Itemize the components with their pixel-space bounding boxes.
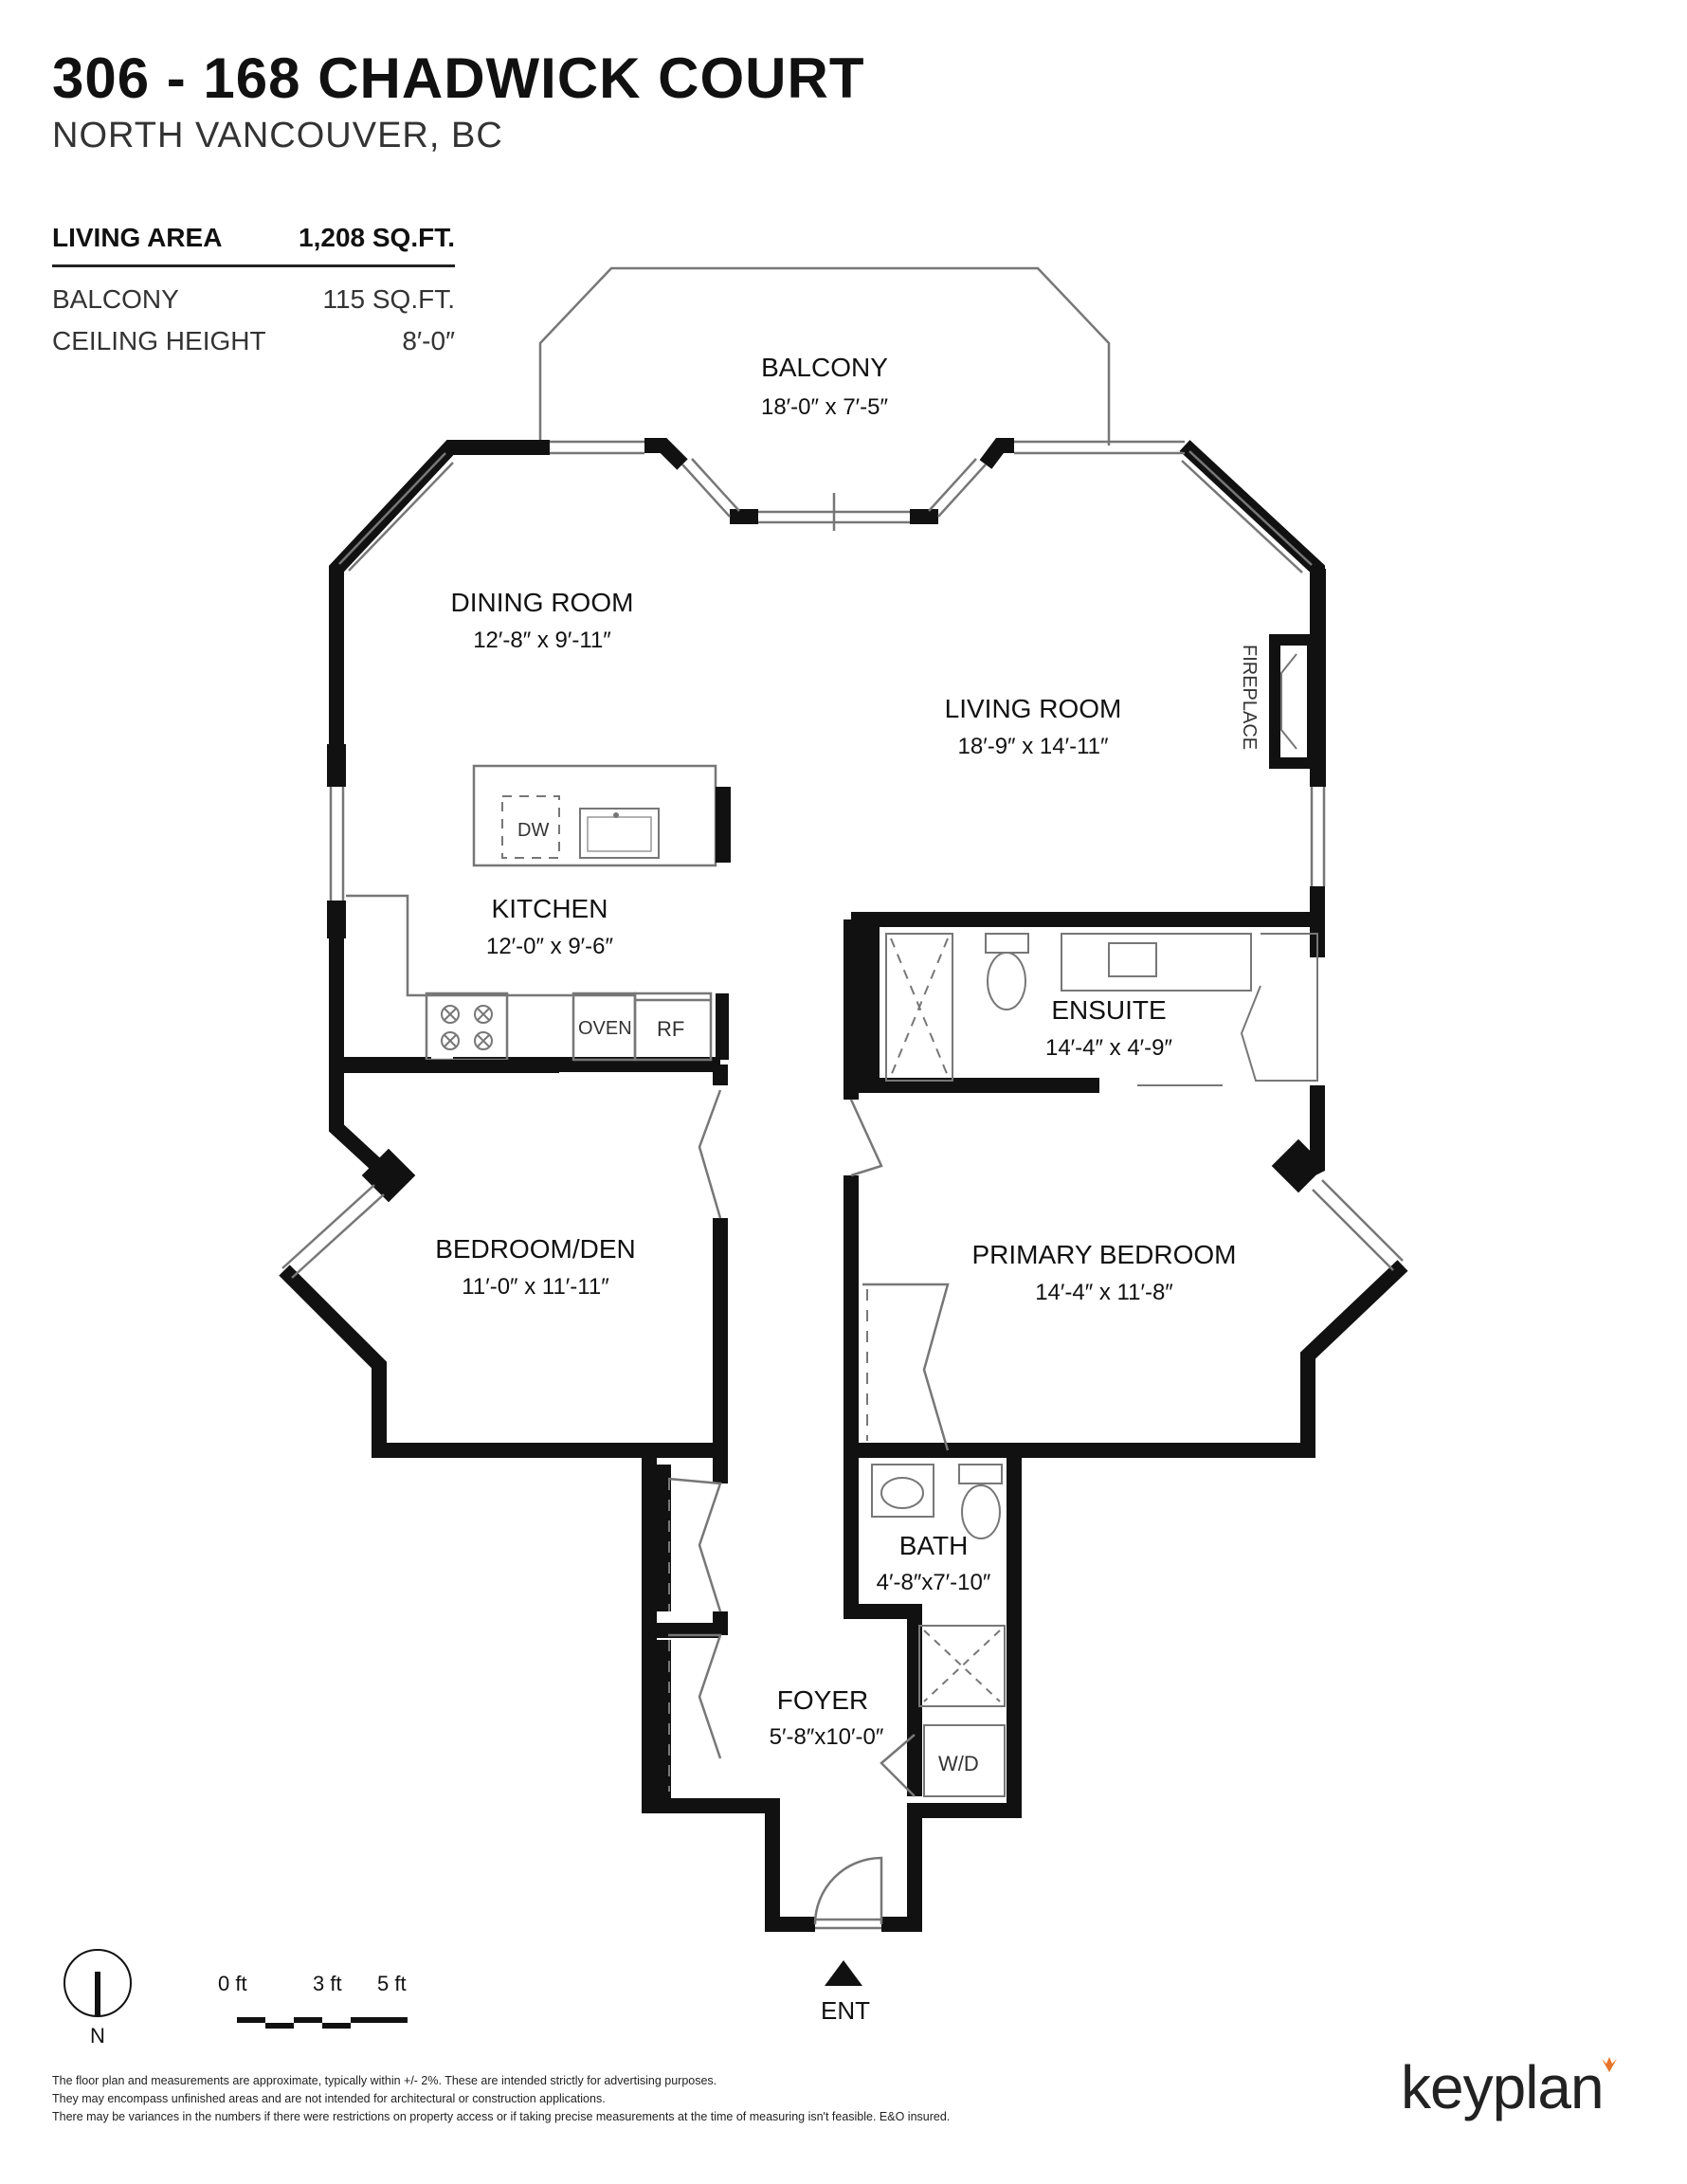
room-name-dining: DINING ROOM: [451, 588, 634, 617]
exterior-walls: [329, 438, 1325, 1072]
room-dims-primary: 14′-4″ x 11′-8″: [1035, 1280, 1173, 1305]
room-dims-balcony: 18′-0″ x 7′-5″: [761, 394, 889, 420]
room-name-foyer: FOYER: [777, 1685, 868, 1715]
balcony-area-label: BALCONY: [52, 284, 179, 314]
balcony-area-row: BALCONY 115 SQ.FT.: [52, 279, 455, 320]
wall-pier: [656, 1465, 671, 1611]
bedroom-windows: [281, 1179, 1404, 1279]
wall-pier: [716, 993, 729, 1060]
wall-pier: [1271, 1138, 1326, 1193]
wall-pier: [327, 744, 346, 787]
scale-label-0: 0 ft: [218, 1972, 247, 1995]
bath-fixtures: [871, 1464, 1006, 1797]
interior-walls: [279, 912, 1408, 1932]
room-dims-living: 18′-9″ x 14′-11″: [958, 734, 1109, 759]
scale-bar: [237, 2017, 408, 2029]
living-area-label: LIVING AREA: [52, 223, 223, 252]
north-compass-icon: [63, 1949, 132, 2017]
kitchen-island: [472, 764, 731, 867]
room-dims-ensuite: 14′-4″ x 4′-9″: [1045, 1035, 1173, 1061]
area-summary: LIVING AREA 1,208 SQ.FT. BALCONY 115 SQ.…: [52, 223, 455, 362]
living-area-row: LIVING AREA 1,208 SQ.FT.: [52, 223, 455, 267]
stove-burners: [441, 1005, 493, 1050]
disclaimer-line: They may encompass unfinished areas and …: [52, 2092, 606, 2105]
wall-pier: [361, 1148, 416, 1203]
room-name-living: LIVING ROOM: [945, 694, 1122, 723]
ceiling-height-label: CEILING HEIGHT: [52, 326, 266, 355]
wall-pier: [656, 1640, 671, 1801]
brand-flame-icon: [1602, 2057, 1617, 2072]
living-area-value: 1,208 SQ.FT.: [299, 223, 455, 252]
page-title: 306 - 168 CHADWICK COURT: [52, 46, 865, 110]
room-name-primary: PRIMARY BEDROOM: [971, 1240, 1236, 1269]
doors: [667, 1089, 950, 1930]
room-dims-kitchen: 12′-0″ x 9′-6″: [486, 934, 614, 959]
page-subtitle: NORTH VANCOUVER, BC: [52, 116, 503, 155]
entrance-arrow-icon: [825, 1960, 862, 1986]
entrance-label: ENT: [821, 1996, 870, 2025]
fireplace-label: FIREPLACE: [1239, 645, 1260, 750]
room-dims-bath: 4′-8″x7′-10″: [877, 1570, 991, 1595]
windows: [329, 440, 1326, 901]
ceiling-height-value: 8′-0″: [402, 326, 455, 355]
room-name-balcony: BALCONY: [761, 353, 888, 382]
disclaimer: The floor plan and measurements are appr…: [52, 2072, 1142, 2126]
oven-label: OVEN: [578, 1018, 632, 1039]
disclaimer-line: There may be variances in the numbers if…: [52, 2110, 951, 2123]
wall-pier: [851, 924, 880, 1081]
room-name-bath: BATH: [899, 1531, 969, 1560]
kitchen-counter: [346, 894, 713, 1062]
room-name-ensuite: ENSUITE: [1051, 995, 1166, 1025]
closets: [668, 1289, 868, 1792]
balcony-area-value: 115 SQ.FT.: [322, 284, 455, 314]
fireplace: FIREPLACE: [1239, 634, 1318, 769]
ensuite-fixtures: [885, 933, 1318, 1086]
fridge-label: RF: [657, 1017, 684, 1041]
scale-label-5: 5 ft: [377, 1972, 407, 1995]
wall-pier: [336, 1060, 559, 1073]
room-name-bedroom-den: BEDROOM/DEN: [435, 1234, 636, 1264]
compass-north-label: N: [90, 2024, 105, 2048]
room-dims-foyer: 5′-8″x10′-0″: [770, 1724, 884, 1750]
dishwasher-label: DW: [517, 820, 549, 841]
wall-pier: [327, 901, 346, 938]
brand-logo: keyplan: [1401, 2053, 1605, 2121]
disclaimer-line: The floor plan and measurements are appr…: [52, 2074, 717, 2087]
room-dims-dining: 12′-8″ x 9′-11″: [473, 628, 611, 653]
ceiling-height-row: CEILING HEIGHT 8′-0″: [52, 320, 455, 362]
scale-label-3: 3 ft: [313, 1972, 342, 1995]
washer-dryer-label: W/D: [938, 1752, 979, 1775]
room-dims-bedroom-den: 11′-0″ x 11′-11″: [462, 1274, 609, 1300]
balcony-outline: [538, 266, 1111, 446]
room-name-kitchen: KITCHEN: [492, 894, 608, 923]
